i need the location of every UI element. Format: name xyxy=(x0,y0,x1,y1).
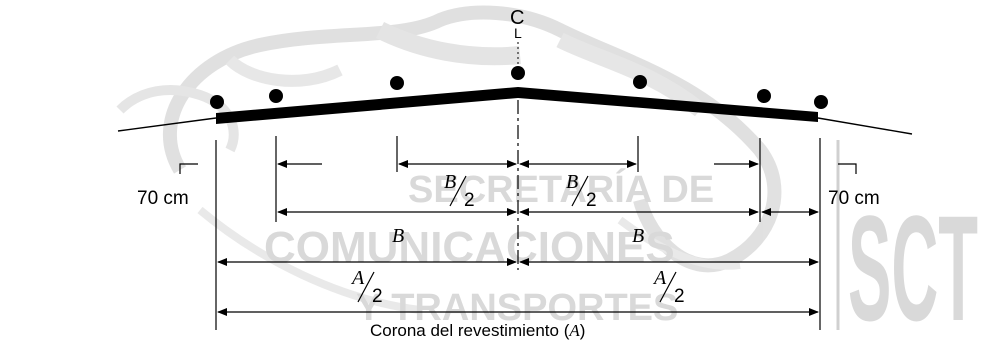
pavement-right-slope xyxy=(518,87,818,122)
marker-dot xyxy=(757,89,771,103)
half-b-label-left: B 2 xyxy=(444,171,475,211)
fraction-denominator: 2 xyxy=(372,286,383,307)
marker-dot xyxy=(269,89,283,103)
marker-dot xyxy=(390,76,404,90)
fraction-slash xyxy=(571,175,589,207)
ground-line-left xyxy=(117,117,217,132)
crown-label-var: A xyxy=(568,321,580,340)
fraction-slash xyxy=(659,271,677,303)
offset-tick-right xyxy=(838,163,857,174)
b-label-right: B xyxy=(632,225,644,247)
fraction-denominator: 2 xyxy=(586,190,597,211)
half-a-label-left: A 2 xyxy=(350,267,383,307)
marker-dot xyxy=(814,95,828,109)
marker-dot xyxy=(633,75,647,89)
fraction-slash xyxy=(357,271,375,303)
marker-dot xyxy=(210,95,224,109)
marker-dots xyxy=(210,66,828,109)
b-label-left: B xyxy=(392,225,404,247)
offset-label-left: 70 cm xyxy=(137,188,189,209)
half-b-label-right: B 2 xyxy=(566,171,597,211)
fraction-slash xyxy=(449,175,467,207)
half-a-label-right: A 2 xyxy=(652,267,685,307)
crown-label-close: ) xyxy=(580,321,586,340)
fraction-numerator: A xyxy=(350,267,365,289)
pavement-left-slope xyxy=(216,87,518,124)
offset-label-right: 70 cm xyxy=(828,188,880,209)
fraction-numerator: A xyxy=(652,267,667,289)
fraction-denominator: 2 xyxy=(464,190,475,211)
fraction-numerator: B xyxy=(566,171,578,193)
centerline-symbol-l: L xyxy=(514,25,522,41)
watermark-line-2: COMUNICACIONES xyxy=(264,223,675,272)
offset-tick-left xyxy=(179,163,198,174)
eagle-emblem-watermark xyxy=(116,5,782,314)
sct-logo-watermark: SCT xyxy=(848,184,978,342)
centerline-symbol-c: C xyxy=(510,7,524,29)
fraction-numerator: B xyxy=(444,171,456,193)
fraction-denominator: 2 xyxy=(674,286,685,307)
crown-label-text: Corona del revestimiento ( xyxy=(370,321,570,340)
crown-label: Corona del revestimiento (A) xyxy=(370,321,585,340)
ground-line-right xyxy=(817,117,913,135)
marker-dot xyxy=(511,66,525,80)
